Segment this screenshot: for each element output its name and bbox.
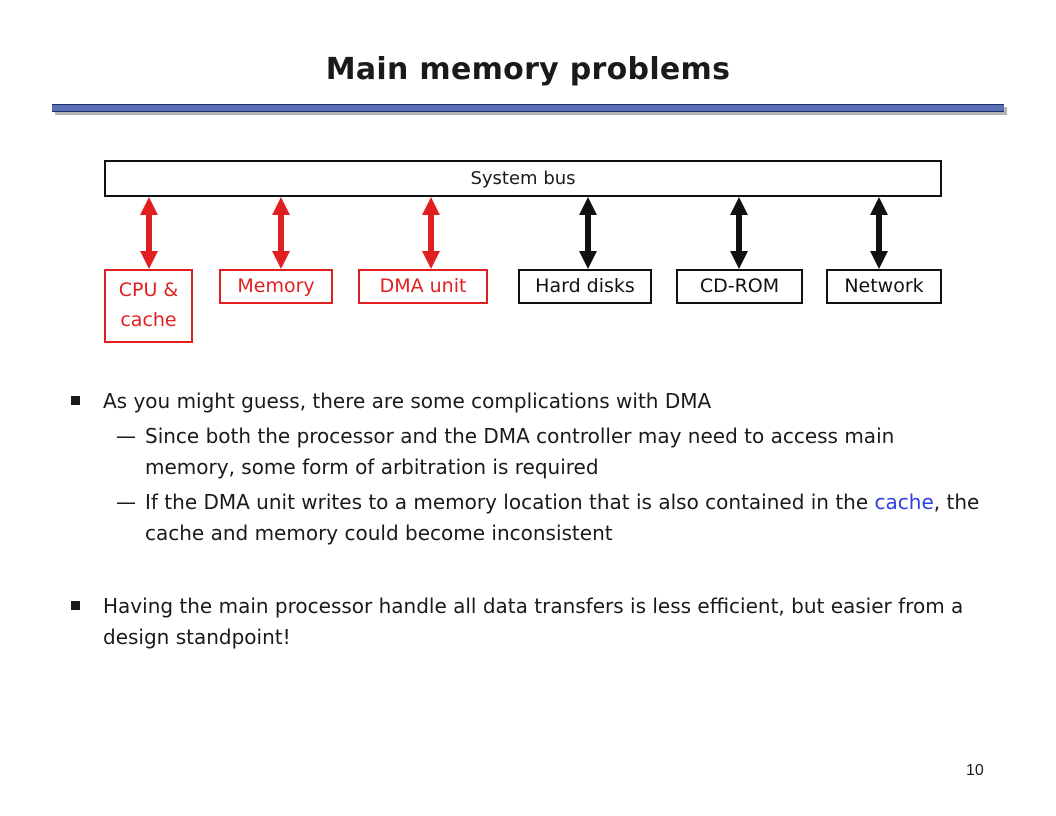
- sub-bullet-text-start: If the DMA unit writes to a memory locat…: [145, 490, 875, 514]
- highlighted-term-cache: cache: [874, 490, 934, 514]
- system-bus: System bus: [104, 160, 942, 197]
- page-number: 10: [966, 762, 984, 779]
- sub-bullet-text-end: , the cache and memory could become inco…: [145, 490, 980, 545]
- bullet-text: As you might guess, there are some compl…: [103, 389, 712, 413]
- bullet-square-icon: [71, 601, 80, 610]
- dash-icon: —: [116, 490, 136, 514]
- device-hard-disks: Hard disks: [518, 269, 652, 304]
- arrow-cdrom: [730, 197, 748, 269]
- device-memory: Memory: [219, 269, 333, 304]
- arrow-cpu: [140, 197, 158, 269]
- title-rule: [52, 104, 1004, 112]
- device-cpu-label-line2: cache: [120, 309, 177, 331]
- slide-title: Main memory problems: [325, 52, 731, 87]
- arrow-memory: [272, 197, 290, 269]
- device-cdrom: CD-ROM: [676, 269, 803, 304]
- sub-bullet-item: — Since both the processor and the DMA c…: [70, 421, 990, 483]
- bullet-list: As you might guess, there are some compl…: [70, 386, 990, 653]
- sub-bullet-item: — If the DMA unit writes to a memory loc…: [70, 487, 990, 549]
- device-network: Network: [826, 269, 942, 304]
- sub-bullet-text: Since both the processor and the DMA con…: [145, 424, 895, 479]
- dash-icon: —: [116, 424, 136, 448]
- arrow-dma: [422, 197, 440, 269]
- arrow-hard-disks: [579, 197, 597, 269]
- bullet-item: Having the main processor handle all dat…: [70, 591, 990, 653]
- arrow-network: [870, 197, 888, 269]
- bullet-text: Having the main processor handle all dat…: [103, 594, 964, 649]
- bullet-square-icon: [71, 396, 80, 405]
- device-cpu-cache: CPU & cache: [104, 269, 193, 343]
- device-dma-unit: DMA unit: [358, 269, 488, 304]
- bullet-item: As you might guess, there are some compl…: [70, 386, 990, 417]
- device-cpu-label-line1: CPU &: [118, 279, 179, 301]
